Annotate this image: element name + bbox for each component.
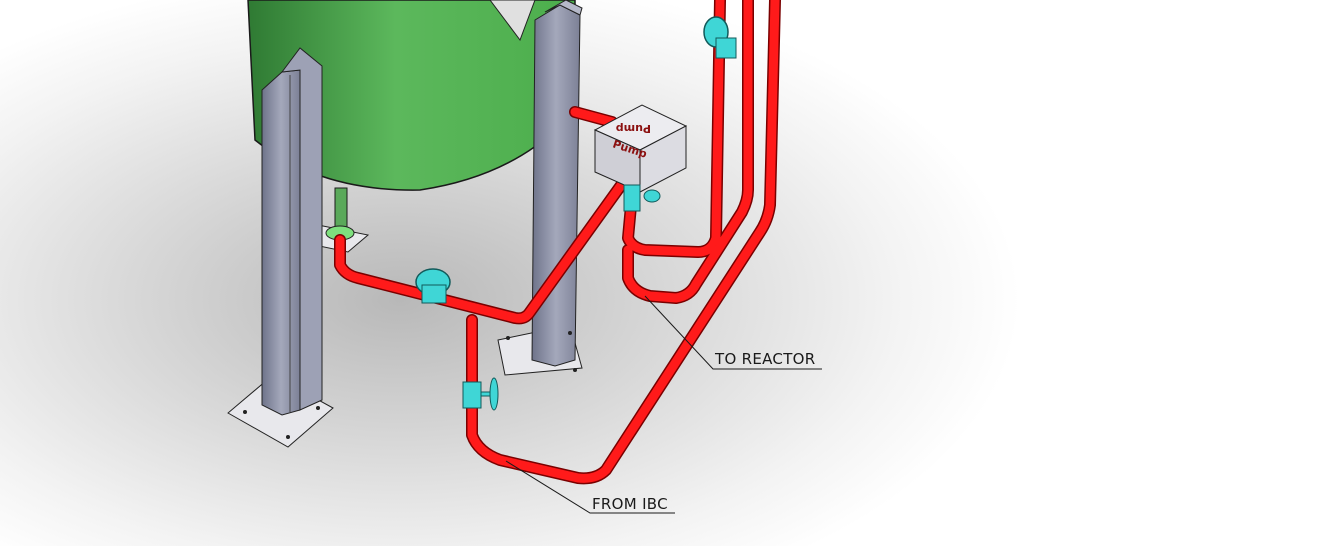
red-piping [334,0,781,485]
pump-outlet-valve [623,184,661,212]
gate-valve-main [415,268,451,304]
callout-from-ibc: FROM IBC [592,495,668,513]
gate-valve-upper [703,16,737,59]
pump-box: Pump Pump [593,104,688,193]
callout-to-reactor: TO REACTOR [715,350,816,368]
pump-label-upside-down: Pump [616,122,651,135]
callout-leaders [505,295,822,514]
left-support-leg [227,47,334,448]
ball-valve-ibc [462,377,499,411]
right-support-leg [497,0,583,376]
